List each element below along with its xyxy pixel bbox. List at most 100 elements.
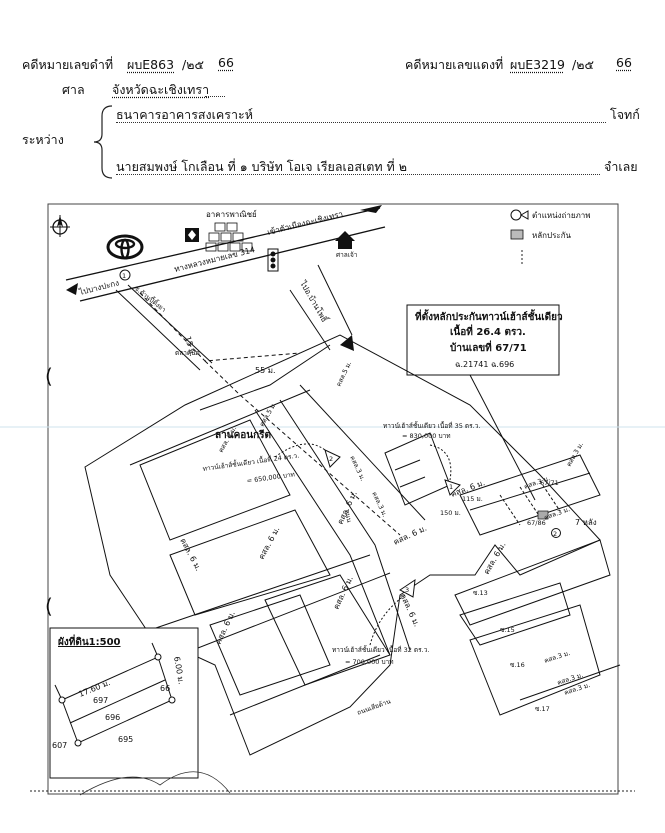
parcel-695: 695 bbox=[118, 735, 133, 744]
photo-point-1 bbox=[119, 269, 131, 281]
red-case-label: คดีหมายเลขแดงที่ bbox=[405, 57, 504, 72]
soi-16: ซ.16 bbox=[510, 661, 525, 669]
distance-55: 55 ม. bbox=[255, 366, 276, 375]
photo-point-1b-icon: 1 bbox=[444, 479, 461, 496]
red-case-number: ผบE3219 bbox=[510, 57, 565, 72]
red-case-year: 66 bbox=[616, 55, 632, 70]
seven-houses-label: 7 หลัง bbox=[575, 518, 597, 527]
defendant-role: จำเลย bbox=[604, 159, 638, 174]
svg-text:1: 1 bbox=[122, 272, 126, 280]
road-label-ks5-b: คสล.5 ม. bbox=[258, 401, 278, 428]
to-bang-pakong-label: ไปบางปะกง bbox=[77, 278, 120, 297]
photo-point-2b-icon: 2 bbox=[551, 528, 561, 538]
parcel-697: 697 bbox=[93, 696, 108, 705]
info-box-title: ที่ตั้งหลักประกันทาวน์เฮ้าส์ชั้นเดียว bbox=[415, 309, 563, 323]
info-box-area: เนื้อที่ 26.4 ตรว. bbox=[450, 324, 526, 338]
black-case-year-prefix: /๒๕ bbox=[182, 57, 204, 72]
collateral-marker bbox=[537, 510, 549, 520]
road-label-ks3-e: คสล.3 ม. bbox=[565, 441, 585, 468]
road-label-ks3-b: คสล.3 ม. bbox=[370, 490, 389, 518]
road-label-ks3-a: คสล.3 ม. bbox=[348, 454, 367, 482]
to-bang-pakong-arrow-icon bbox=[66, 283, 78, 295]
collateral-swatch bbox=[510, 229, 524, 240]
unit-label-67-86: 67/86 bbox=[527, 519, 546, 527]
svg-text:2: 2 bbox=[553, 530, 557, 538]
road-label-ks3-f: คสล.3 ม. bbox=[543, 649, 571, 665]
highway-edge-bottom bbox=[79, 226, 386, 302]
road-label-ks5-a: คสล.5 ม. bbox=[335, 360, 354, 388]
parcel-66: 66 bbox=[160, 684, 170, 693]
concrete-yard-label: ลานคอนกรีต bbox=[215, 429, 271, 441]
red-case-year-prefix: /๒๕ bbox=[572, 57, 594, 72]
legend-collateral-label: หลักประกัน bbox=[532, 231, 572, 240]
parcel-696: 696 bbox=[105, 713, 120, 722]
inset-title: ผังที่ดิน1:500 bbox=[58, 634, 121, 648]
svg-text:3: 3 bbox=[405, 586, 409, 594]
north-arrow-icon bbox=[50, 215, 70, 237]
photo-point-3-icon: 3 bbox=[399, 578, 416, 598]
court-name: จังหวัดฉะเชิงเทรา bbox=[112, 82, 210, 97]
traffic-light-icon bbox=[267, 248, 279, 272]
parcel-607: 607 bbox=[52, 741, 67, 750]
road-label-kssd6-i: คสล. 6 ม. bbox=[392, 524, 428, 547]
location-map: อาคารพาณิชย์ ทางหลวงหมายเลข 314 เข้าตัวเ… bbox=[0, 203, 665, 796]
distance-115: 115 ม. bbox=[462, 495, 483, 503]
legend: ตำแหน่งถ่ายภาพ หลักประกัน bbox=[510, 209, 591, 265]
distance-150: 150 ม. bbox=[440, 509, 461, 517]
highway-label: ทางหลวงหมายเลข 314 bbox=[173, 245, 256, 274]
commercial-building-icon bbox=[205, 222, 253, 252]
townhouse-2-price: = 650,000 บาท bbox=[246, 470, 295, 485]
plaintiff-name: ธนาคารอาคารสงเคราะห์ bbox=[116, 107, 253, 122]
info-box-house-number: บ้านเลขที่ 67/71 bbox=[450, 340, 527, 354]
pile-road-label: ซ.ด้านปี้ติ้งยา bbox=[133, 283, 169, 314]
to-ban-pho-label: ไปอ.บ้านโพธิ์ bbox=[298, 278, 332, 325]
photo-point-2-icon: 2 bbox=[324, 449, 341, 468]
shrine-icon bbox=[335, 231, 355, 249]
legend-camera-label: ตำแหน่งถ่ายภาพ bbox=[532, 211, 591, 220]
building-label: อาคารพาณิชย์ bbox=[206, 209, 257, 219]
defendant-name: นายสมพงษ์ โกเลือน ที่ ๑ บริษัท โอเจ เรีย… bbox=[116, 159, 408, 174]
court-label: ศาล bbox=[62, 82, 85, 97]
punch-hole-bottom: ( bbox=[45, 594, 53, 618]
map-frame bbox=[47, 203, 619, 795]
road-label-ks3-c: คสล.3 ม. bbox=[543, 505, 571, 522]
road-label-kssd6-f: คสล. 6 ม. bbox=[398, 592, 421, 628]
black-case-label: คดีหมายเลขดำที่ bbox=[22, 57, 114, 72]
townhouse-2-area: ทาวน์เฮ้าส์ชั้นเดียว เนื้อที่ 24 ตร.ว. bbox=[202, 451, 300, 473]
route-dashed bbox=[139, 292, 301, 362]
townhouse-3-area: ทาวน์เฮ้าส์ชั้นเดียว เนื้อที่ 32 ตร.ว. bbox=[332, 645, 429, 654]
shrine-label: ศาลเจ้า bbox=[336, 251, 358, 259]
black-case-number: ผบE863 bbox=[127, 57, 175, 72]
soi-13: ซ.13 bbox=[473, 589, 488, 597]
road-label-kssd6-b: คสล. 6 ม. bbox=[257, 525, 282, 561]
road-label-kssd6-a: คสล. 6 ม. bbox=[178, 537, 203, 573]
market-label: ตลาดนัด bbox=[175, 349, 200, 357]
bank-logo-icon bbox=[185, 228, 199, 242]
townhouse-1-area: ทาวน์เฮ้าส์ชั้นเดียว เนื้อที่ 35 ตร.ว. bbox=[383, 421, 480, 430]
svg-text:2: 2 bbox=[329, 455, 333, 463]
highway-edge-top bbox=[65, 207, 381, 281]
black-case-year: 66 bbox=[218, 55, 234, 70]
to-ban-pho-arrow-icon bbox=[340, 335, 354, 351]
info-box-deed: ฉ.21741 ฉ.696 bbox=[455, 360, 514, 369]
info-box bbox=[406, 304, 560, 376]
route-dashed-2 bbox=[204, 360, 401, 536]
unit-label-67-71: 67/71 bbox=[540, 479, 559, 487]
toyota-logo-icon bbox=[106, 234, 144, 260]
townhouse-1-price: = 830,000 บาท bbox=[402, 432, 451, 440]
svg-text:1: 1 bbox=[449, 483, 453, 491]
signature-stroke bbox=[79, 771, 231, 796]
bottom-road-label: ถนนเสียด้าน bbox=[356, 697, 392, 717]
soi-17: ซ.17 bbox=[535, 705, 550, 713]
road-label-kssd6-d: คสล. 6 ม. bbox=[214, 610, 237, 646]
punch-hole-top: ( bbox=[45, 364, 53, 388]
brace-icon bbox=[93, 105, 113, 179]
to-city-label: เข้าตัวเมืองฉะเชิงเทรา bbox=[266, 209, 344, 237]
right-road-label: ถนน bbox=[343, 509, 353, 524]
inset-plan bbox=[49, 627, 199, 779]
main-block-outline bbox=[84, 334, 601, 756]
camera-position-icon bbox=[510, 209, 529, 221]
townhouse-3-price: = 700,000 บาท bbox=[345, 658, 394, 666]
soi-15: ซ.15 bbox=[500, 626, 515, 634]
plaintiff-role: โจทก์ bbox=[610, 107, 640, 122]
